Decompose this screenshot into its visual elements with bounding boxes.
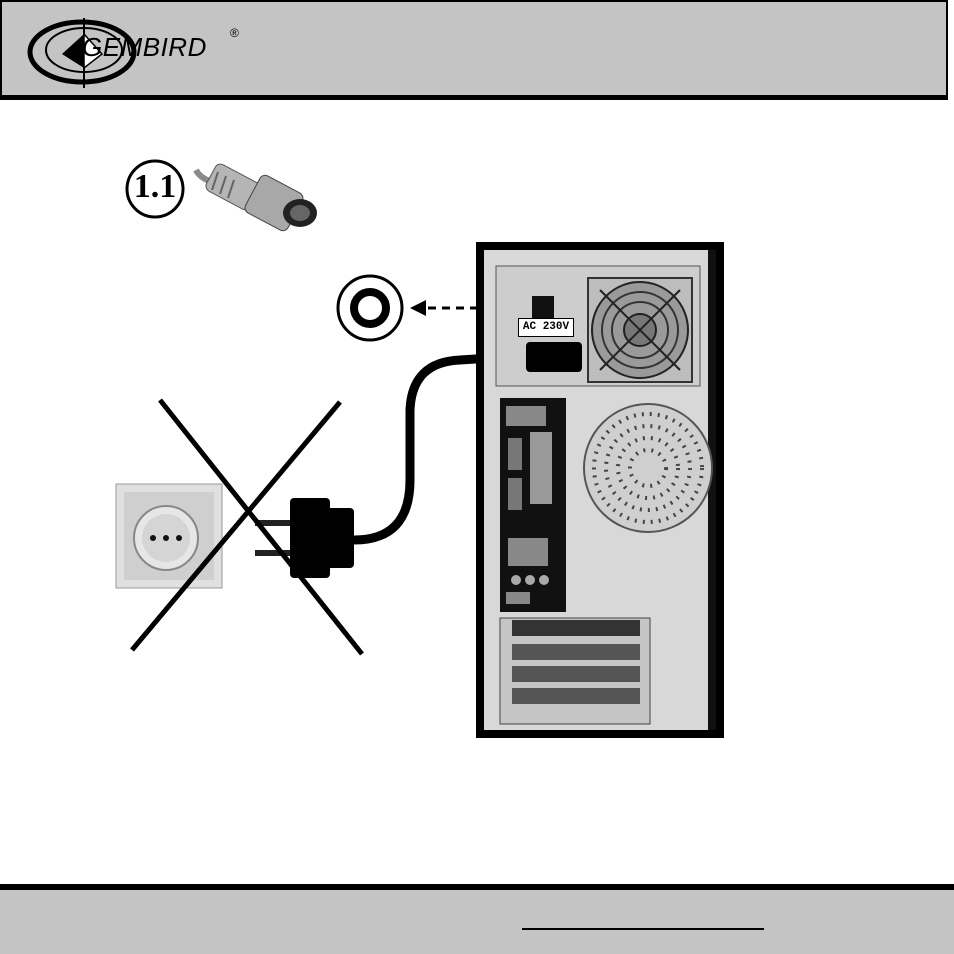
footer-bar bbox=[0, 884, 954, 954]
pc-tower-icon bbox=[476, 242, 724, 738]
psu-voltage-label: AC 230V bbox=[518, 318, 574, 337]
arrow-head-icon bbox=[410, 300, 426, 316]
footer-divider bbox=[522, 928, 764, 930]
ps2-connector-icon bbox=[196, 162, 317, 233]
power-switch-icon bbox=[338, 276, 402, 340]
wall-socket-icon bbox=[116, 484, 222, 588]
step-number: 1.1 bbox=[124, 168, 186, 206]
